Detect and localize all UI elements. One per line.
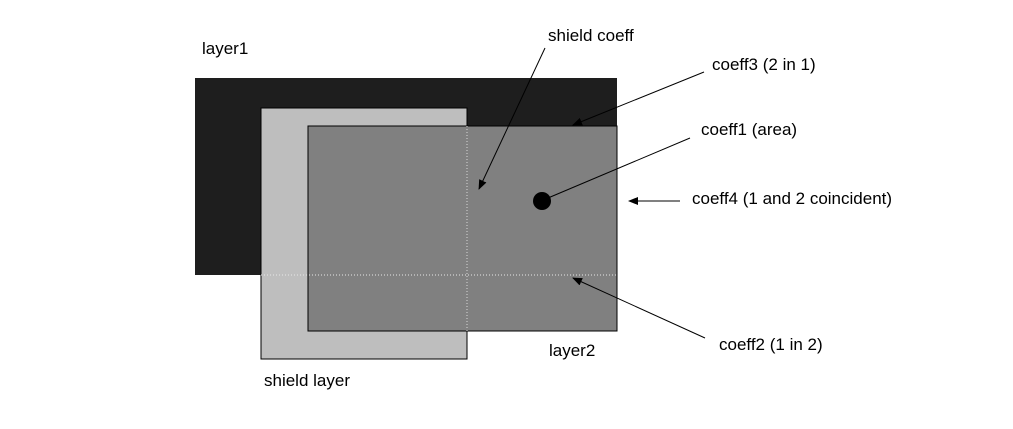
coeff1-leader-line xyxy=(547,137,691,199)
coeff3-label: coeff3 (2 in 1) xyxy=(712,55,816,74)
shield-layer-label: shield layer xyxy=(264,371,350,390)
coeff1-label: coeff1 (area) xyxy=(701,120,797,139)
coeff2-label: coeff2 (1 in 2) xyxy=(719,335,823,354)
layer1-label: layer1 xyxy=(202,39,248,58)
shield-coeff-label: shield coeff xyxy=(548,26,634,45)
layer2-rect xyxy=(307,125,618,332)
layer2-label: layer2 xyxy=(549,341,595,360)
shield-coeff-arrow xyxy=(478,47,546,190)
area-point-marker xyxy=(533,192,551,210)
coeff2-arrow xyxy=(572,277,706,339)
coeff4-label: coeff4 (1 and 2 coincident) xyxy=(692,189,892,208)
coeff3-arrow xyxy=(572,71,705,126)
